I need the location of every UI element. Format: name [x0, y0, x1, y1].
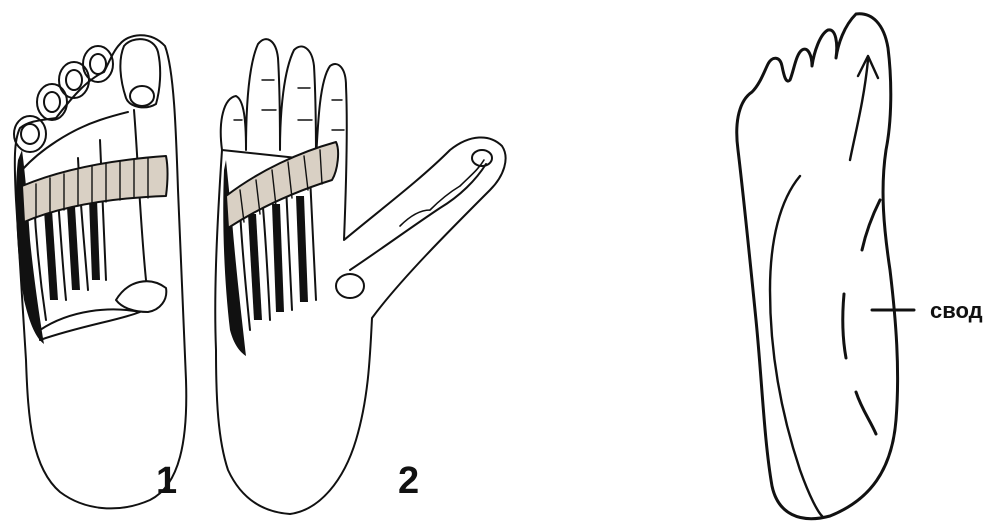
arch-dash-1 [862, 200, 880, 250]
toe-ring-2 [90, 54, 106, 74]
ape-hallux-joint [336, 274, 364, 298]
figure-2-ape-foot-bones [215, 39, 505, 514]
ape-gap-2 [272, 204, 284, 312]
arch-dash-3 [856, 392, 876, 434]
ape-metatarsal-c [286, 186, 292, 310]
toe-ring-5 [21, 124, 39, 144]
toe-3 [59, 62, 89, 98]
tarsal-2 [40, 309, 140, 340]
toe-4 [37, 84, 67, 120]
ape-gap-1 [248, 214, 262, 320]
gap-1 [44, 210, 58, 300]
arch-label: свод [930, 300, 983, 322]
figure-1-label: 1 [156, 462, 177, 500]
ape-toe-lines [234, 80, 344, 130]
inner-arch-line [770, 176, 822, 516]
toe-ring-4 [44, 92, 60, 112]
ape-gap-3 [296, 196, 308, 302]
ape-metatarsal-d [310, 176, 316, 300]
ape-metatarsal-b [262, 196, 270, 320]
toe-ring-3 [66, 70, 82, 90]
figure-1-foot-bones [14, 35, 186, 508]
big-toe-joint [130, 86, 154, 106]
figure-3-footprint [737, 14, 914, 519]
toe-5 [14, 116, 46, 152]
footprint-outline [737, 14, 898, 519]
ape-hallux-bones [400, 160, 484, 226]
figure-2-label: 2 [398, 462, 419, 500]
ape-metatarsal-a [240, 210, 250, 330]
arch-dash-2 [843, 294, 846, 358]
metatarsal-2 [100, 140, 106, 280]
tarsal-1 [116, 281, 166, 312]
